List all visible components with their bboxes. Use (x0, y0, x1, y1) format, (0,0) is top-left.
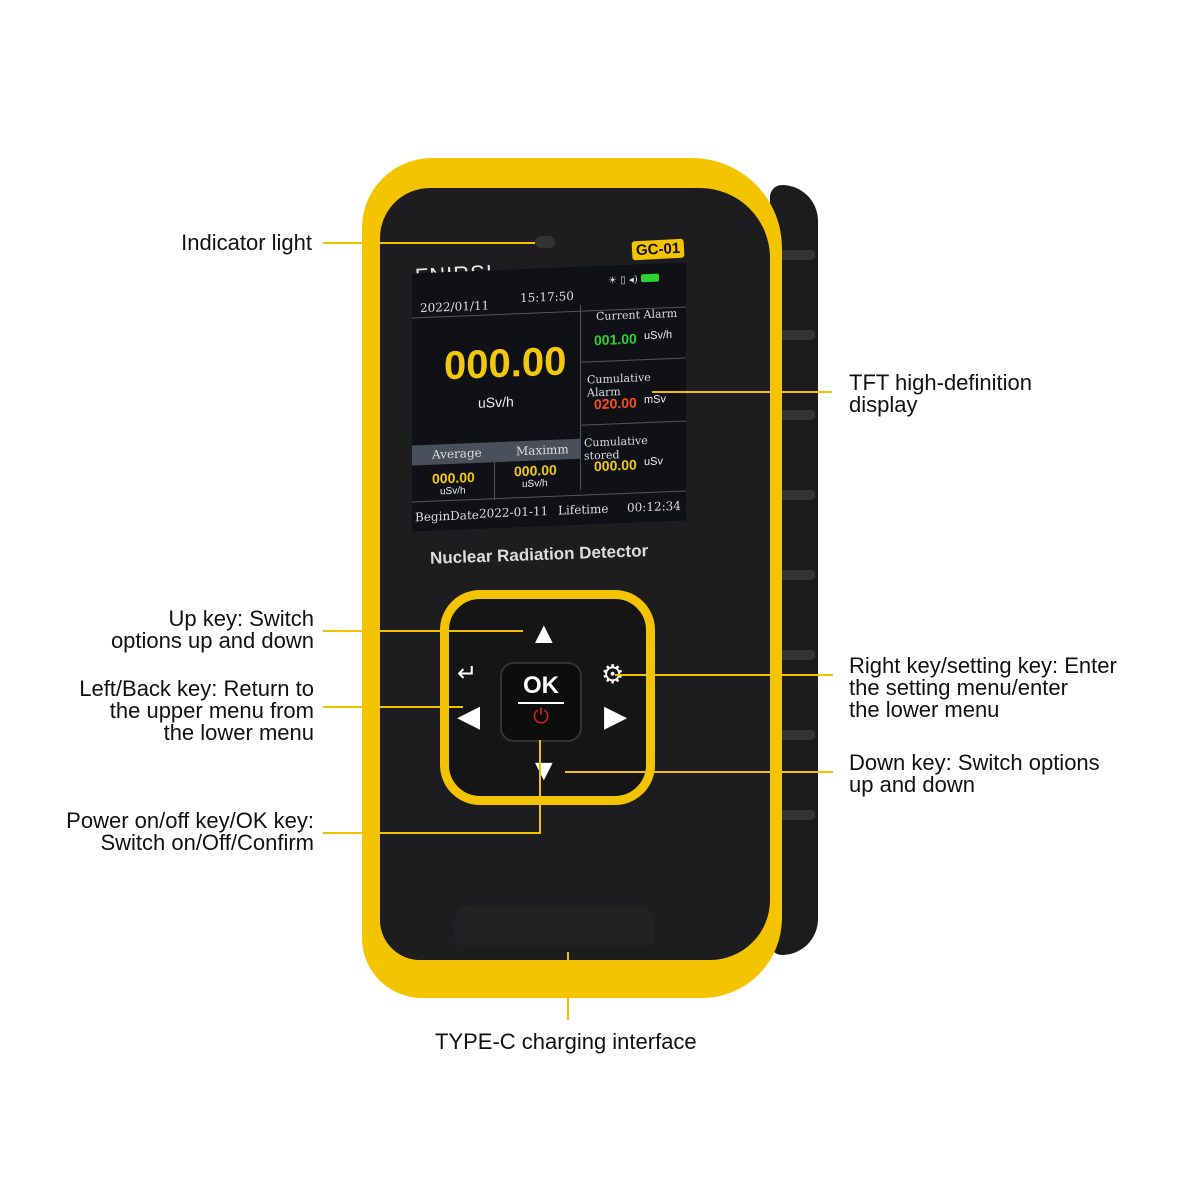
screen-time: 15:17:50 (520, 288, 574, 306)
current-alarm-value: 001.00 (594, 330, 637, 349)
current-alarm-label: Current Alarm (596, 306, 678, 324)
callout-line (323, 706, 463, 708)
callout-line (323, 832, 541, 834)
typec-label: TYPE-C charging interface (435, 1029, 697, 1054)
up-key-arrow-icon[interactable]: ▲ (529, 617, 559, 650)
maximum-value: 000.00 (514, 461, 557, 480)
callout-line (615, 674, 833, 676)
begin-date-label: BeginDate (415, 507, 479, 525)
callout-line (323, 630, 523, 632)
average-label: Average (432, 445, 482, 462)
ok-power-button[interactable]: OK ⏻ (500, 662, 582, 742)
main-reading: 000.00 (444, 339, 567, 389)
grip-rib (775, 650, 815, 660)
speaker-icon: ◂) (628, 274, 638, 286)
grip-rib (775, 330, 815, 340)
cumulative-stored-value: 000.00 (594, 456, 637, 475)
average-unit: uSv/h (440, 485, 466, 498)
cumulative-alarm-unit: mSv (644, 393, 666, 407)
current-alarm-unit: uSv/h (644, 329, 673, 343)
callout-line (539, 740, 541, 834)
grip-rib (775, 410, 815, 420)
tft-display: 2022/01/11 15:17:50 ☀ ▯ ◂) 000.00 uSv/h … (412, 262, 686, 532)
grip-rib (775, 810, 815, 820)
grip-rib (775, 730, 815, 740)
lifetime-value: 00:12:34 (627, 498, 681, 515)
main-unit: uSv/h (478, 393, 514, 411)
grip-rib (775, 250, 815, 260)
indicator-light (535, 236, 555, 248)
light-icon: ☀ (608, 275, 617, 287)
typec-port-cover (455, 905, 655, 945)
lifetime-label: Lifetime (558, 501, 609, 518)
average-value: 000.00 (432, 468, 475, 487)
power-icon: ⏻ (533, 706, 549, 728)
cumulative-alarm-value: 020.00 (594, 394, 637, 413)
vibrate-icon: ▯ (620, 274, 626, 287)
left-key-arrow-icon[interactable]: ◀ (457, 700, 481, 733)
maximum-label: Maximm (516, 442, 569, 459)
callout-line (323, 242, 535, 244)
screen-date: 2022/01/11 (420, 298, 490, 316)
back-return-icon[interactable]: ↵ (457, 660, 478, 687)
callout-line (565, 771, 833, 773)
grip-rib (775, 490, 815, 500)
cumulative-stored-unit: uSv (644, 455, 663, 469)
maximum-unit: uSv/h (522, 478, 548, 491)
gear-icon[interactable]: ⚙ (601, 659, 625, 689)
down-key-arrow-icon[interactable]: ▼ (529, 754, 559, 787)
power-key-label: Power on/off key/OK key:Switch on/Off/Co… (66, 808, 314, 855)
status-icons: ☀ ▯ ◂) (608, 273, 659, 287)
model-badge: GC-01 (631, 238, 685, 261)
ok-label: OK (523, 672, 559, 699)
grip-rib (775, 570, 815, 580)
battery-icon (640, 273, 659, 283)
callout-line (567, 952, 569, 1020)
begin-date: 2022-01-11 (479, 504, 549, 521)
indicator-light-label: Indicator light (181, 230, 312, 255)
callout-line (652, 391, 832, 393)
right-key-arrow-icon[interactable]: ▶ (604, 700, 628, 733)
